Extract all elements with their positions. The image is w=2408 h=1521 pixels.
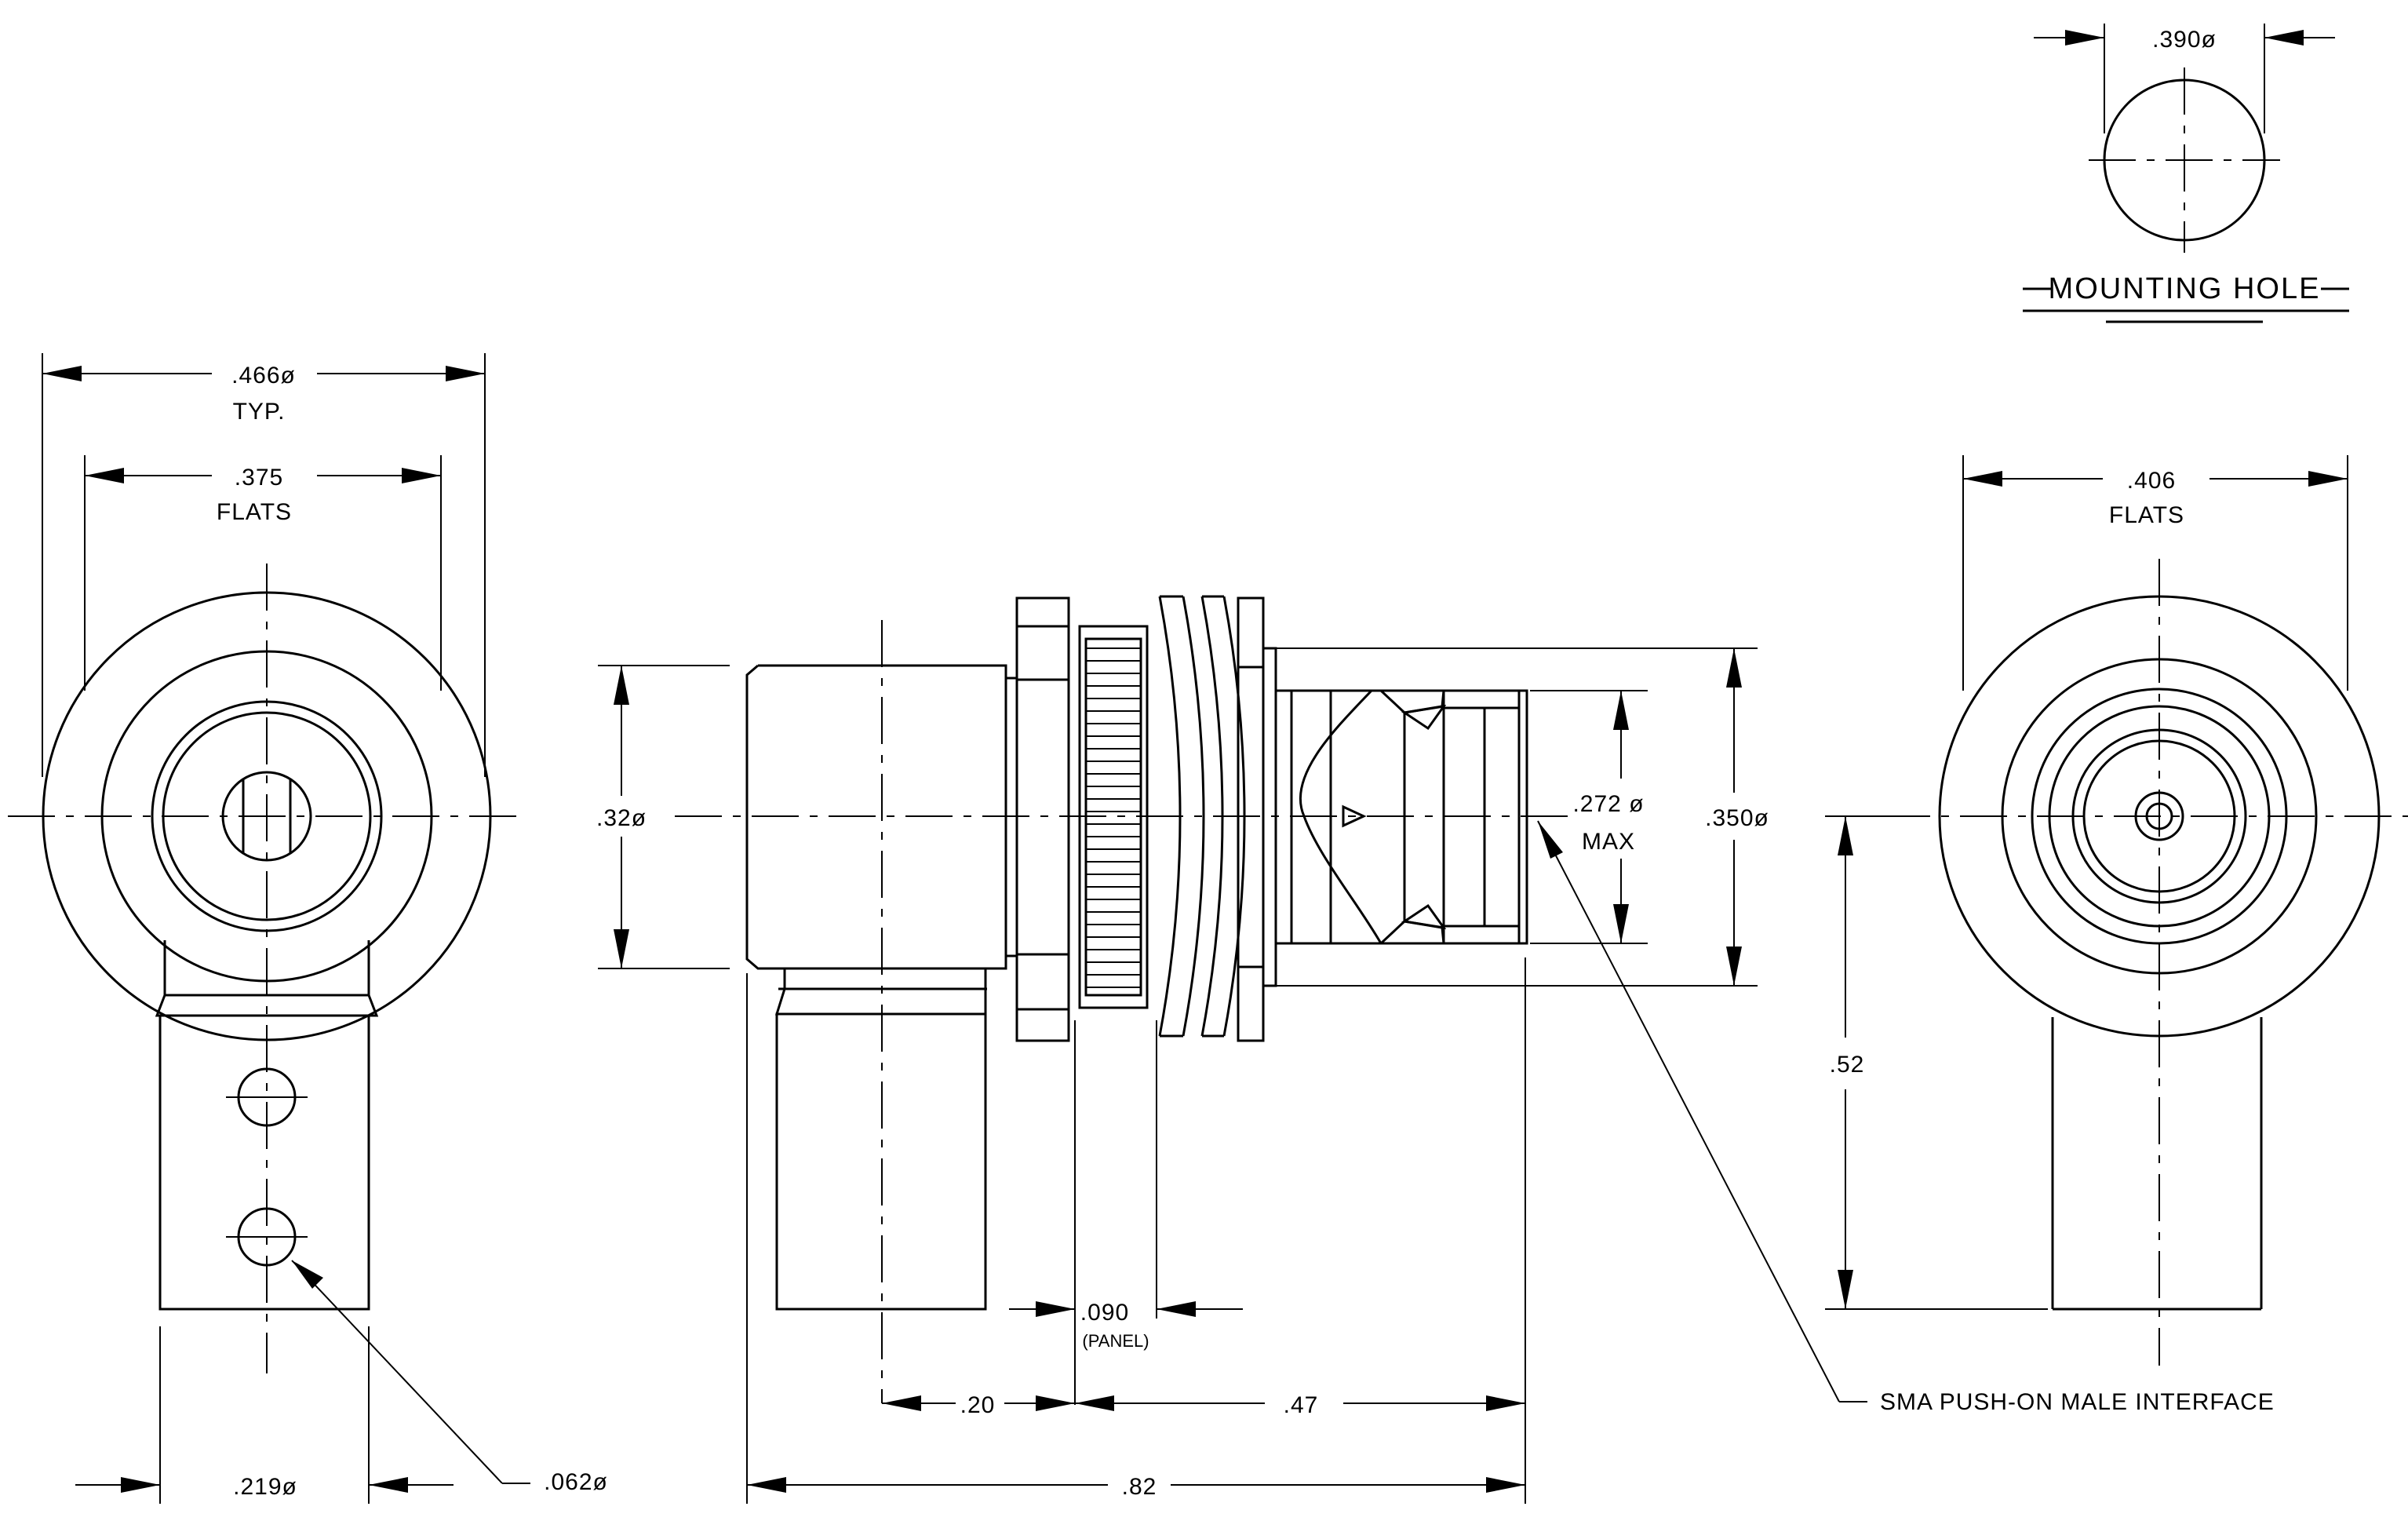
front-view: .466ø TYP. .375 FLATS .219ø .062ø [8, 353, 608, 1504]
front-overall-note: TYP. [233, 399, 286, 425]
rear-flats: .406 [2127, 468, 2176, 494]
front-tail-width: .219ø [233, 1474, 297, 1500]
side-interface-note: MAX [1582, 829, 1635, 855]
side-panel-note: (PANEL) [1082, 1331, 1149, 1351]
front-flats: .375 [235, 465, 283, 491]
side-panel-thickness: .090 [1080, 1300, 1129, 1326]
rear-height: .52 [1830, 1052, 1865, 1078]
side-interface-diameter: .272 ø [1572, 791, 1644, 817]
interface-callout: SMA PUSH-ON MALE INTERFACE [1880, 1389, 2275, 1415]
mounting-hole-diameter: .390ø [2152, 27, 2217, 53]
rear-view: .406 FLATS .52 [1825, 455, 2408, 1366]
mounting-hole-view: .390ø MOUNTING HOLE [2023, 24, 2349, 323]
side-hex-nut [1015, 596, 1070, 1042]
side-overall-length: .82 [1122, 1474, 1157, 1500]
rear-flats-note: FLATS [2109, 502, 2184, 528]
front-overall-diameter: .466ø [231, 363, 296, 388]
front-tail-body [158, 1014, 370, 1311]
side-body-diameter: .32ø [596, 805, 647, 831]
side-view: .32ø .272 ø MAX .350ø .090 (PANEL) .20 [596, 595, 2275, 1504]
side-length-a: .20 [960, 1392, 996, 1418]
side-flange [1237, 596, 1265, 1042]
side-nut-diameter: .350ø [1705, 805, 1769, 831]
mounting-hole-title: MOUNTING HOLE [2049, 272, 2321, 305]
front-hole-diameter: .062ø [544, 1469, 608, 1495]
side-length-b: .47 [1284, 1392, 1319, 1418]
side-main-body [745, 664, 1007, 970]
front-flats-note: FLATS [217, 499, 292, 525]
